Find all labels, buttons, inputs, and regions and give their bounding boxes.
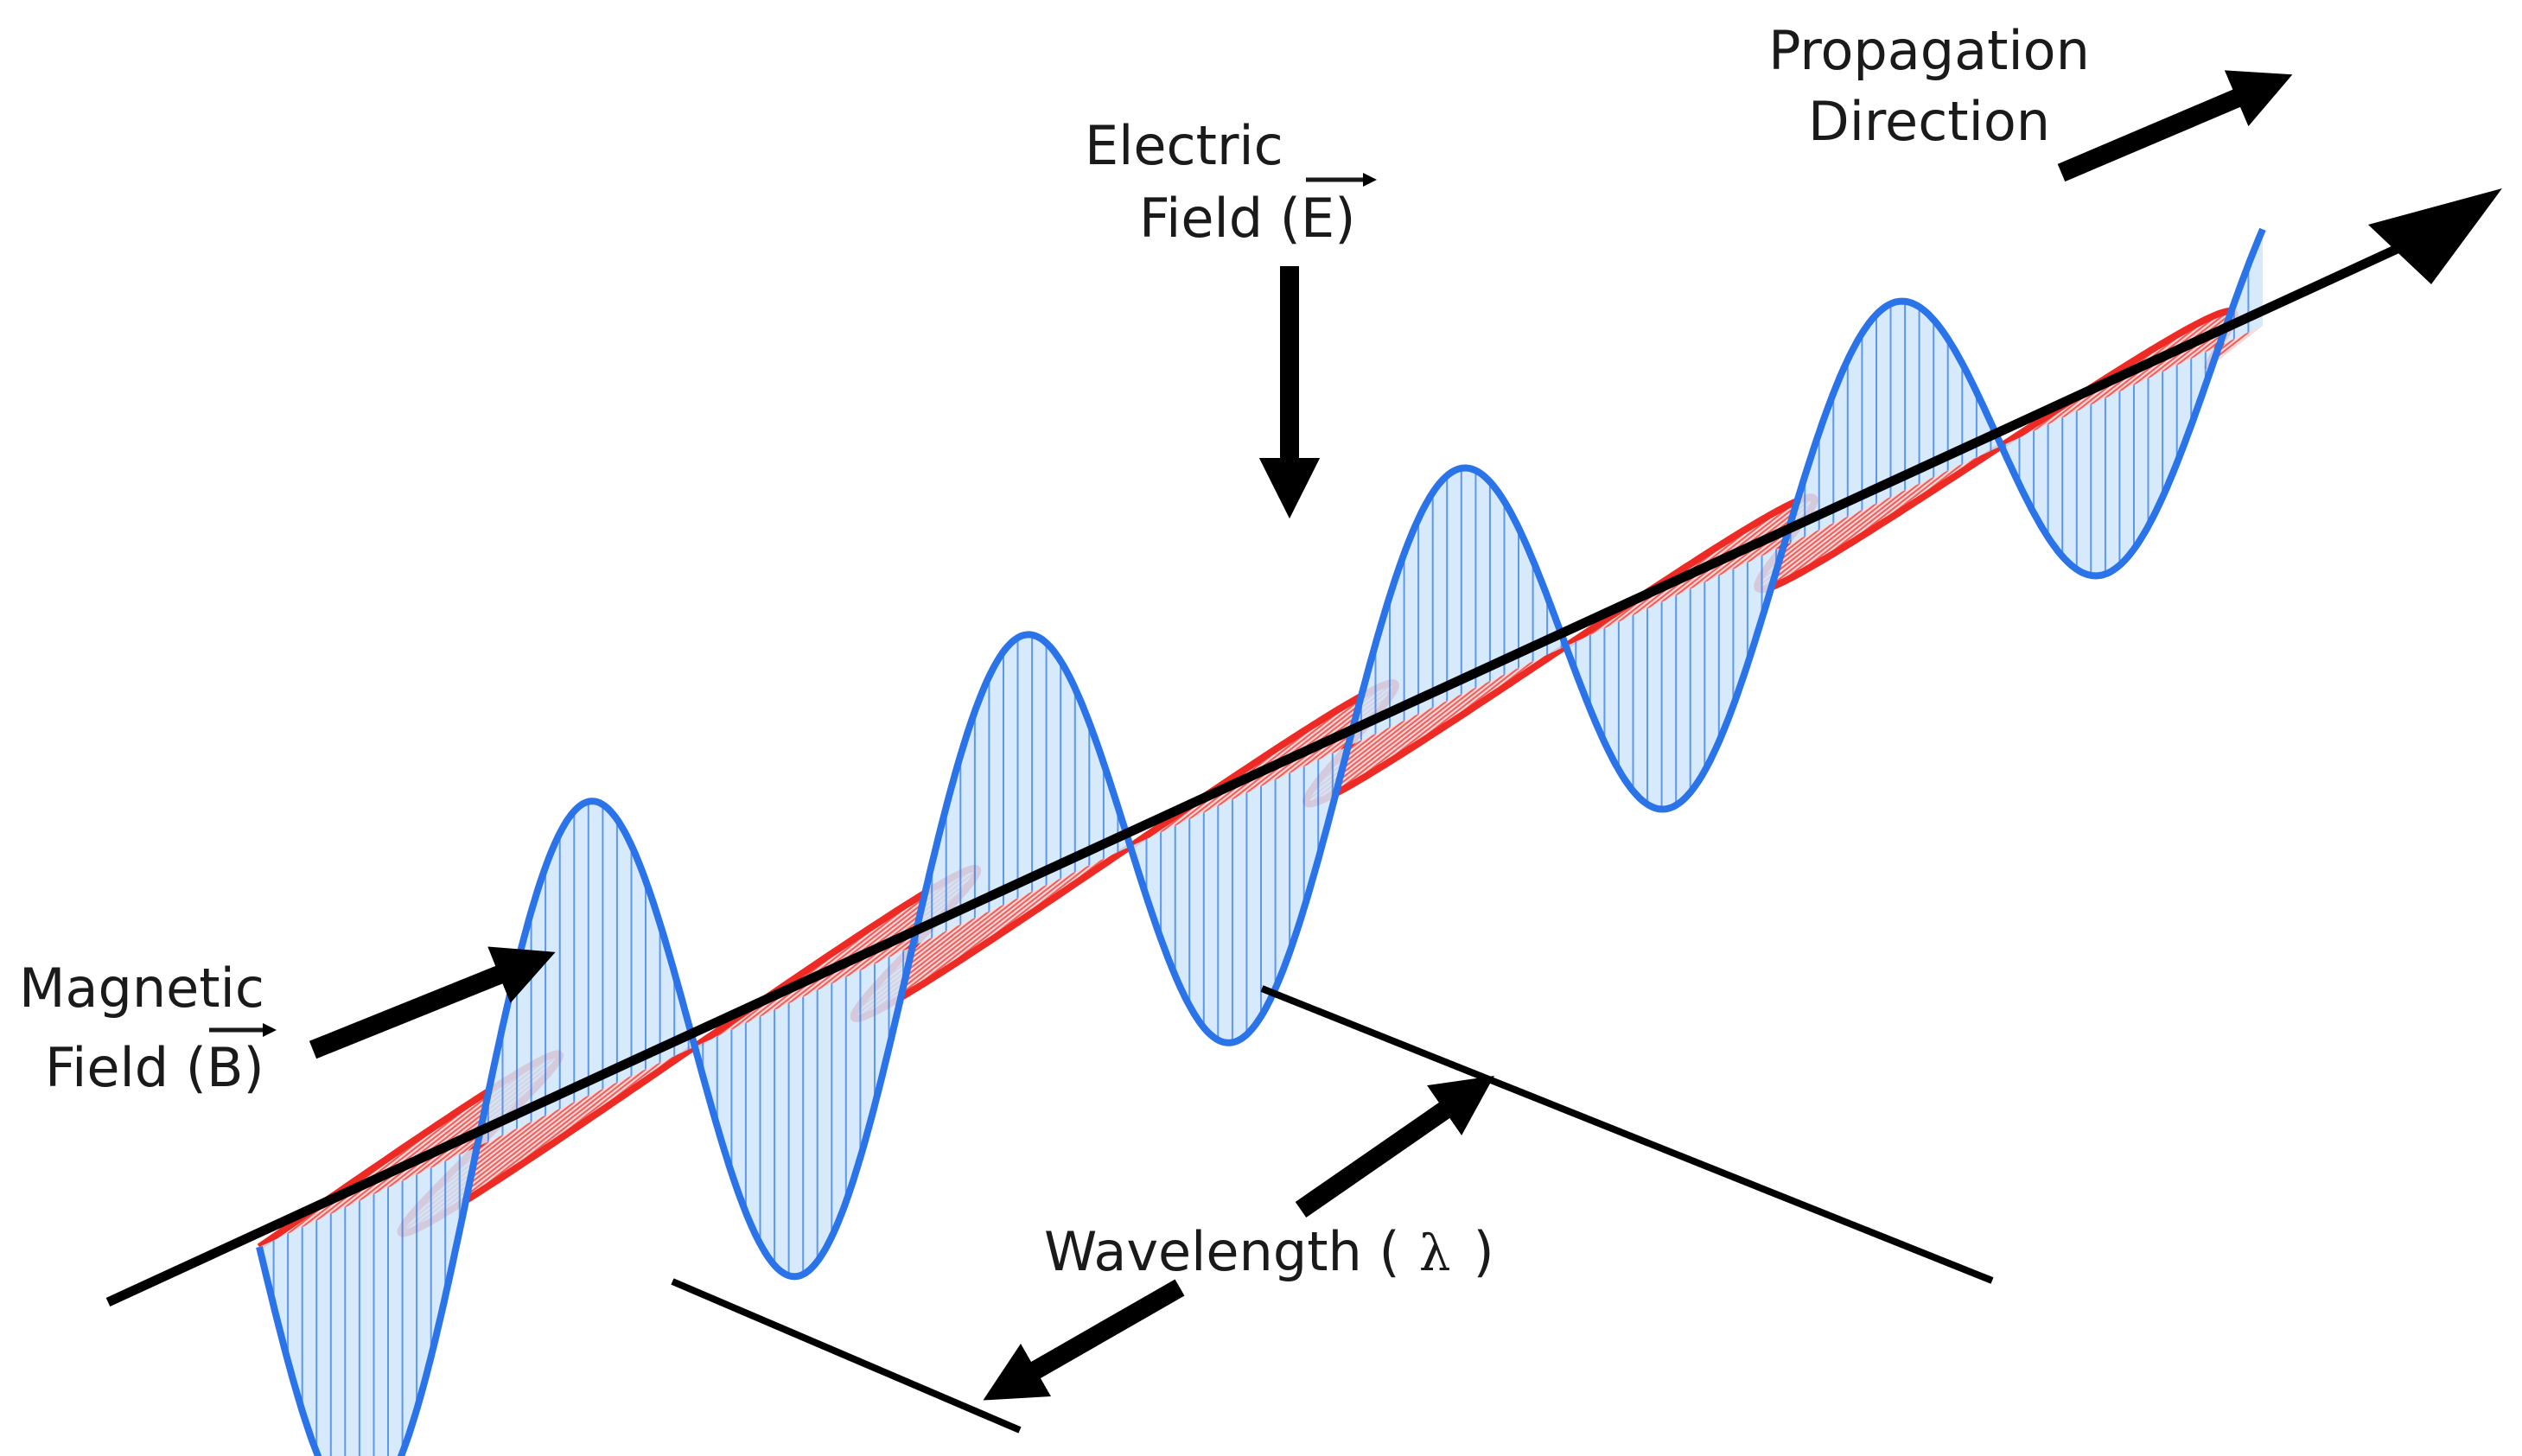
wavelength-symbol: λ <box>1419 1224 1451 1282</box>
wavelength-pointer-arrow-up <box>1295 1075 1494 1218</box>
magnetic-field-wave-hatch <box>1767 502 1877 589</box>
axis-arrowhead <box>2368 188 2502 284</box>
wavelength-bracket-right <box>1260 985 1994 1284</box>
magnetic-field-label-close: ) <box>244 1036 264 1099</box>
electric-field-wave <box>256 227 2266 1456</box>
electric-field-wave-curve <box>256 227 2266 1456</box>
magnetic-field-symbol: B <box>207 1036 244 1099</box>
magnetic-field-label-line1: Magnetic <box>19 957 264 1020</box>
wavelength-label-prefix: Wavelength ( <box>1044 1220 1400 1283</box>
electric-field-label-close: ) <box>1334 187 1355 250</box>
magnetic-field-wave-hatch <box>1217 700 1353 807</box>
magnetic-field-label-prefix: Field ( <box>45 1036 207 1099</box>
wavelength-pointer-arrow-down <box>983 1279 1185 1401</box>
magnetic-field-wave-hatch <box>1232 689 1373 800</box>
electric-field-label-line1: Electric <box>1085 114 1283 177</box>
magnetic-field-pointer-arrow <box>309 946 556 1059</box>
propagation-label-line2: Direction <box>1808 90 2050 153</box>
electric-field-label-prefix: Field ( <box>1139 187 1301 250</box>
propagation-label-line1: Propagation <box>1768 19 2090 82</box>
wavelength-label: Wavelength ( λ) <box>1044 1220 1494 1283</box>
magnetic-field-label-line2: Field (B) <box>45 1036 264 1099</box>
electric-field-symbol: E <box>1301 187 1334 250</box>
wavelength-label-close: ) <box>1473 1220 1493 1283</box>
propagation-axis <box>105 188 2502 1307</box>
propagation-direction-arrow <box>2057 70 2293 182</box>
electric-field-label-line2: Field (E) <box>1139 187 1355 250</box>
magnetic-field-wave-hatch <box>883 891 1033 1008</box>
wavelength-bracket-left <box>671 1278 1022 1434</box>
magnetic-field-wave-hatch <box>1330 693 1462 797</box>
magnetic-field-wave-hatch <box>1779 496 1892 585</box>
